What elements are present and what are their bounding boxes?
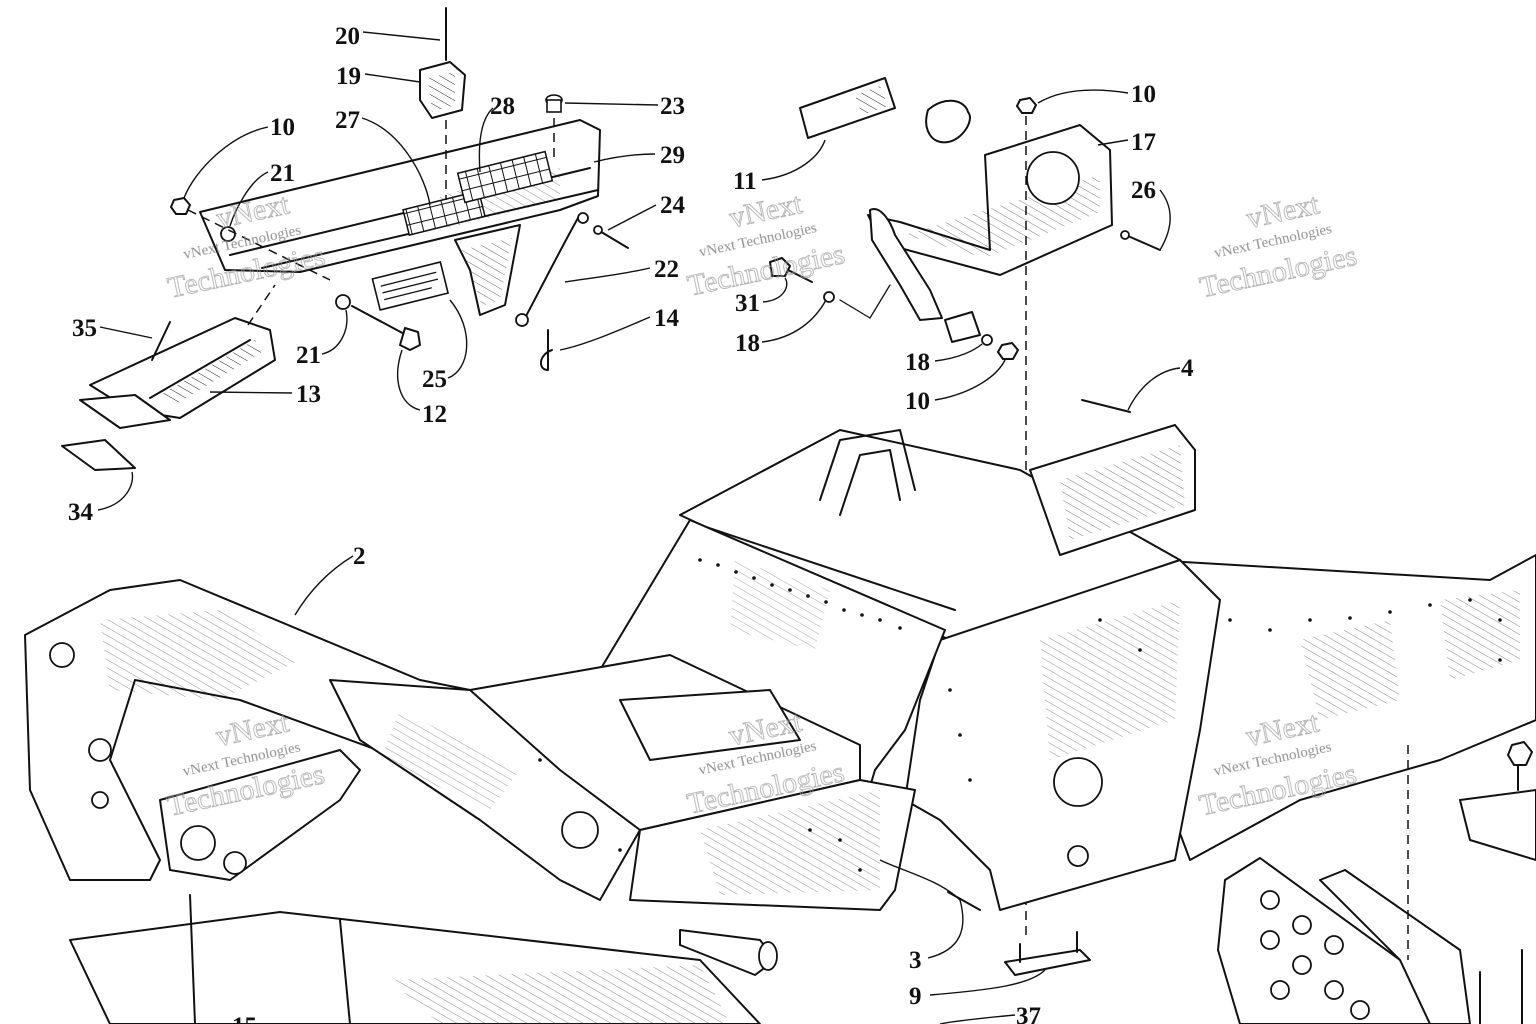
grommet-23	[545, 94, 563, 158]
callout-14: 14	[654, 305, 680, 332]
callout-18: 18	[905, 349, 930, 376]
headlight-bracket-assembly	[769, 77, 1161, 940]
callout-11: 11	[733, 168, 757, 195]
callout-10: 10	[270, 114, 295, 141]
callout-17: 17	[1131, 129, 1156, 156]
washer-18a	[823, 291, 835, 303]
callout-23: 23	[660, 93, 685, 120]
bolt-4	[1081, 399, 1131, 413]
callout-15: 15	[232, 1013, 257, 1024]
leader-lines	[97, 31, 1181, 1024]
callout-20: 20	[335, 23, 360, 50]
callout-12: 12	[422, 401, 447, 428]
callout-29: 29	[660, 142, 685, 169]
callout-4: 4	[1181, 355, 1194, 382]
callout-9: 9	[909, 983, 922, 1010]
hairpin-clip-14	[540, 329, 553, 371]
callout-10: 10	[1131, 81, 1156, 108]
bolt-31	[769, 257, 813, 283]
callout-34: 34	[68, 499, 94, 526]
callout-35: 35	[72, 315, 97, 342]
callout-25: 25	[422, 366, 447, 393]
footrest-plate	[1217, 741, 1536, 1024]
nut-10b	[997, 342, 1019, 360]
callout-18: 18	[735, 330, 760, 357]
nut-10-top	[1016, 97, 1037, 114]
latch-19	[419, 7, 466, 200]
callout-13: 13	[296, 381, 321, 408]
callout-31: 31	[735, 290, 760, 317]
plate-9	[1004, 931, 1091, 976]
rivets	[538, 558, 1502, 872]
callout-37: 37	[1016, 1003, 1041, 1024]
rivet-35	[151, 321, 171, 361]
callout-3: 3	[909, 947, 922, 974]
console-bracket-assembly	[61, 7, 629, 471]
decal-28	[456, 150, 554, 204]
pad-34b	[61, 439, 136, 471]
decal-25	[371, 261, 450, 311]
callout-2: 2	[353, 543, 366, 570]
callout-22: 22	[654, 256, 679, 283]
callout-21: 21	[296, 342, 321, 369]
callout-28: 28	[490, 93, 515, 120]
bolt-24	[593, 225, 629, 249]
knob	[925, 99, 971, 144]
washer-18b	[981, 334, 993, 346]
nut-10-left	[170, 197, 191, 215]
callout-24: 24	[660, 192, 686, 219]
callout-27: 27	[335, 107, 360, 134]
footrest-bracket-13	[89, 284, 276, 419]
pad-34	[79, 394, 171, 429]
bolt-26	[1120, 230, 1161, 251]
callout-19: 19	[336, 63, 361, 90]
cable-22	[515, 212, 589, 327]
bolt-12	[335, 294, 421, 351]
callout-10: 10	[905, 388, 930, 415]
chassis-frame-2	[24, 424, 1536, 1024]
callout-labels: 20 19 27 28 23 29 10 21 24 22 14 35 21 2…	[68, 23, 1194, 1024]
fastener-3	[947, 891, 981, 911]
callout-21: 21	[270, 160, 295, 187]
callout-26: 26	[1131, 177, 1156, 204]
